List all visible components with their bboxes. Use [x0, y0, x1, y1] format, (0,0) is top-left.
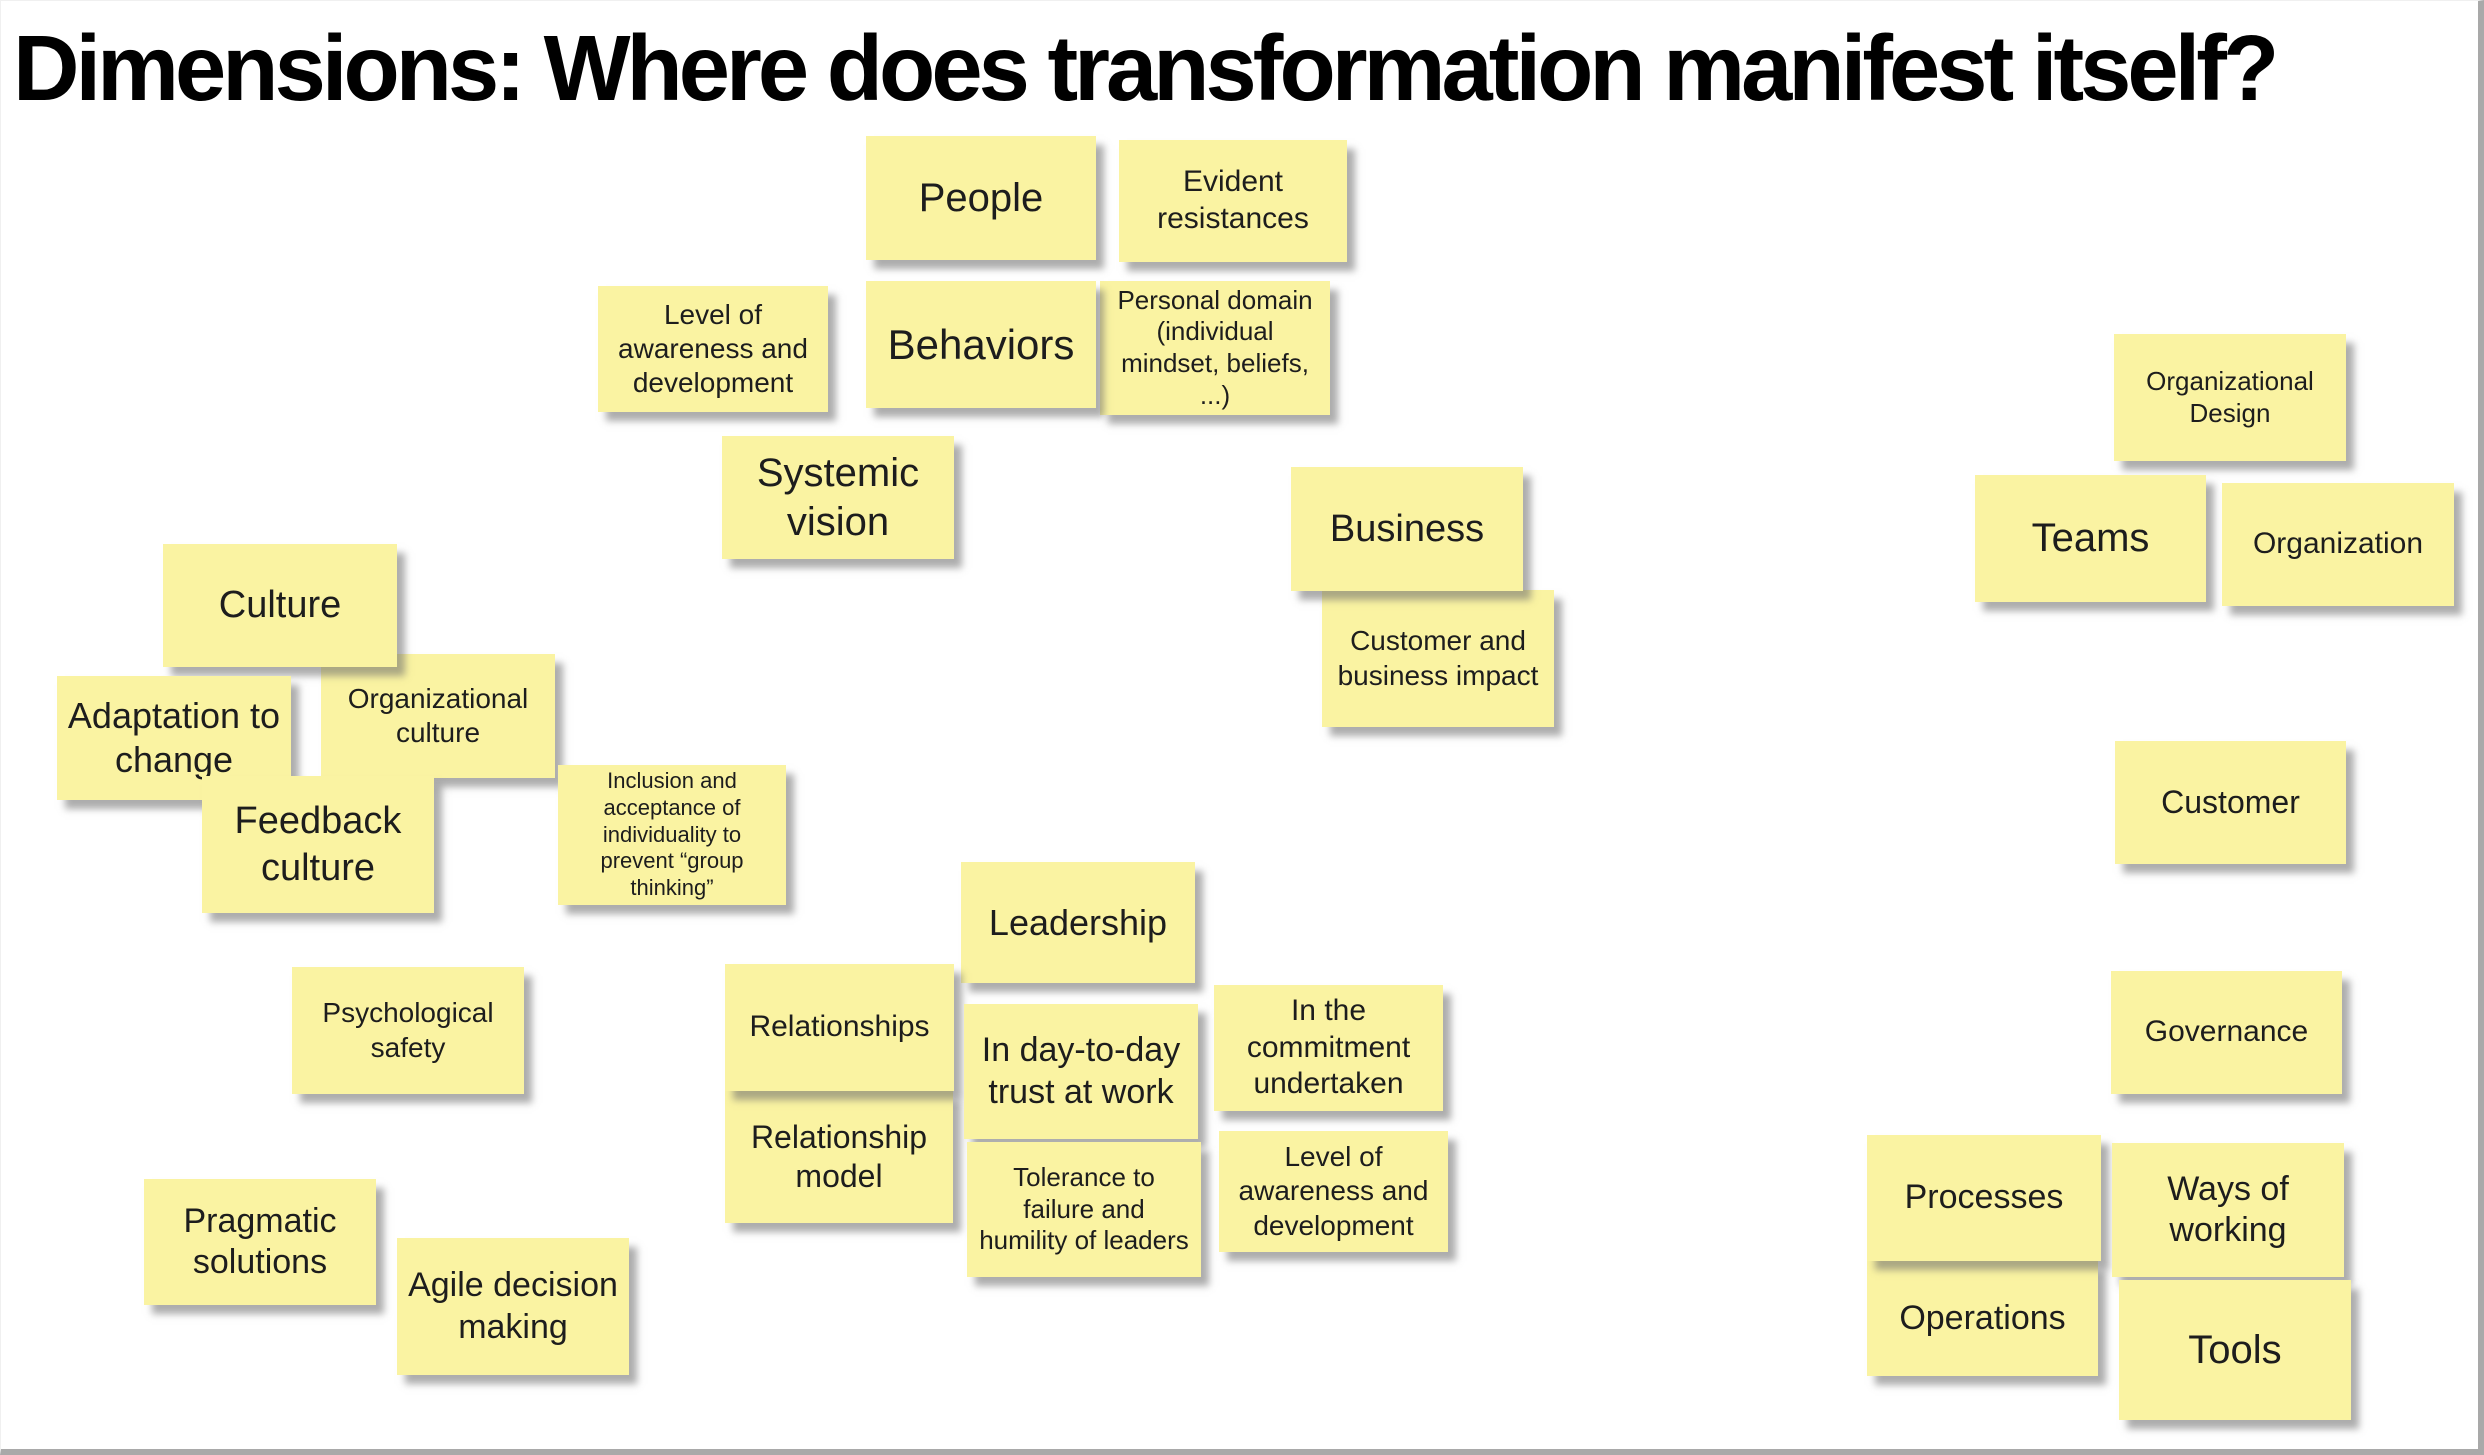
sticky-note-customer[interactable]: Customer [2115, 741, 2346, 864]
sticky-note-personal-domain[interactable]: Personal domain (individual mindset, bel… [1100, 281, 1330, 415]
sticky-note-label: Psychological safety [322, 997, 494, 1063]
sticky-note-label: Behaviors [887, 320, 1075, 368]
sticky-note-label: Operations [1899, 1298, 2066, 1337]
sticky-note-day-to-day-trust[interactable]: In day-to-day trust at work [964, 1004, 1198, 1139]
sticky-note-label: Relationships [749, 1010, 930, 1044]
sticky-note-label: Customer and business impact [1337, 625, 1539, 691]
sticky-note-label: In the commitment undertaken [1246, 994, 1411, 1101]
sticky-note-label: Agile decision making [408, 1266, 618, 1346]
sticky-note-ways-of-working[interactable]: Ways of working [2112, 1143, 2344, 1277]
sticky-note-adaptation-to-change[interactable]: Adaptation to change [57, 676, 291, 800]
sticky-note-leadership[interactable]: Leadership [961, 862, 1195, 983]
sticky-note-pragmatic-solutions[interactable]: Pragmatic solutions [144, 1179, 376, 1305]
sticky-note-label: Adaptation to change [67, 695, 281, 780]
sticky-note-label: Teams [2031, 516, 2150, 561]
sticky-note-people[interactable]: People [866, 136, 1096, 260]
sticky-note-label: Personal domain (individual mindset, bel… [1117, 284, 1313, 410]
sticky-note-behaviors[interactable]: Behaviors [866, 281, 1096, 408]
sticky-note-level-of-awareness-top[interactable]: Level of awareness and development [598, 286, 828, 412]
sticky-note-evident-resistances[interactable]: Evident resistances [1119, 140, 1347, 262]
sticky-note-label: Level of awareness and development [1238, 1141, 1429, 1241]
sticky-note-governance[interactable]: Governance [2111, 971, 2342, 1094]
sticky-note-label: Processes [1904, 1178, 2064, 1217]
sticky-note-organizational-design[interactable]: Organizational Design [2114, 334, 2346, 461]
sticky-note-label: Ways of working [2167, 1169, 2289, 1249]
sticky-note-label: Governance [2144, 1015, 2309, 1049]
sticky-note-label: Organizational Design [2146, 365, 2314, 428]
sticky-note-label: Feedback culture [234, 800, 402, 889]
sticky-note-organizational-culture[interactable]: Organizational culture [321, 654, 555, 778]
sticky-note-culture[interactable]: Culture [163, 544, 397, 667]
sticky-note-label: Leadership [988, 901, 1168, 943]
sticky-note-organization[interactable]: Organization [2222, 483, 2454, 606]
sticky-note-processes[interactable]: Processes [1867, 1135, 2101, 1261]
sticky-note-label: Organizational culture [347, 682, 529, 748]
sticky-note-tolerance-to-failure[interactable]: Tolerance to failure and humility of lea… [967, 1142, 1201, 1277]
board-title: Dimensions: Where does transformation ma… [13, 16, 2279, 120]
sticky-note-label: Business [1329, 507, 1485, 550]
sticky-note-teams[interactable]: Teams [1975, 475, 2206, 602]
sticky-note-relationship-model[interactable]: Relationship model [725, 1091, 953, 1223]
sticky-note-business[interactable]: Business [1291, 467, 1523, 591]
sticky-note-label: In day-to-day trust at work [981, 1031, 1181, 1111]
sticky-note-label: Evident resistances [1157, 165, 1309, 235]
sticky-note-label: Culture [218, 584, 342, 627]
sticky-note-label: Customer [2161, 783, 2300, 820]
sticky-note-label: Tools [2188, 1327, 2282, 1372]
sticky-note-inclusion-individuality[interactable]: Inclusion and acceptance of individualit… [558, 765, 786, 905]
sticky-note-agile-decision-making[interactable]: Agile decision making [397, 1238, 629, 1375]
sticky-note-systemic-vision[interactable]: Systemic vision [722, 436, 954, 559]
sticky-note-level-of-awareness-bottom[interactable]: Level of awareness and development [1219, 1131, 1448, 1252]
sticky-note-commitment-undertaken[interactable]: In the commitment undertaken [1214, 985, 1443, 1111]
sticky-note-label: Inclusion and acceptance of individualit… [600, 767, 744, 901]
sticky-note-label: Systemic vision [756, 450, 920, 544]
sticky-note-label: People [918, 175, 1044, 220]
sticky-note-operations[interactable]: Operations [1867, 1261, 2098, 1376]
sticky-note-customer-business-impact[interactable]: Customer and business impact [1322, 590, 1554, 727]
sticky-note-label: Relationship model [750, 1118, 928, 1194]
sticky-note-tools[interactable]: Tools [2119, 1280, 2351, 1420]
sticky-note-psychological-safety[interactable]: Psychological safety [292, 967, 524, 1094]
sticky-note-relationships[interactable]: Relationships [725, 964, 954, 1091]
sticky-note-feedback-culture[interactable]: Feedback culture [202, 776, 434, 913]
sticky-note-label: Level of awareness and development [618, 298, 808, 399]
sticky-note-label: Pragmatic solutions [183, 1201, 337, 1281]
sticky-note-label: Organization [2252, 527, 2424, 561]
sticky-note-label: Tolerance to failure and humility of lea… [979, 1161, 1189, 1256]
